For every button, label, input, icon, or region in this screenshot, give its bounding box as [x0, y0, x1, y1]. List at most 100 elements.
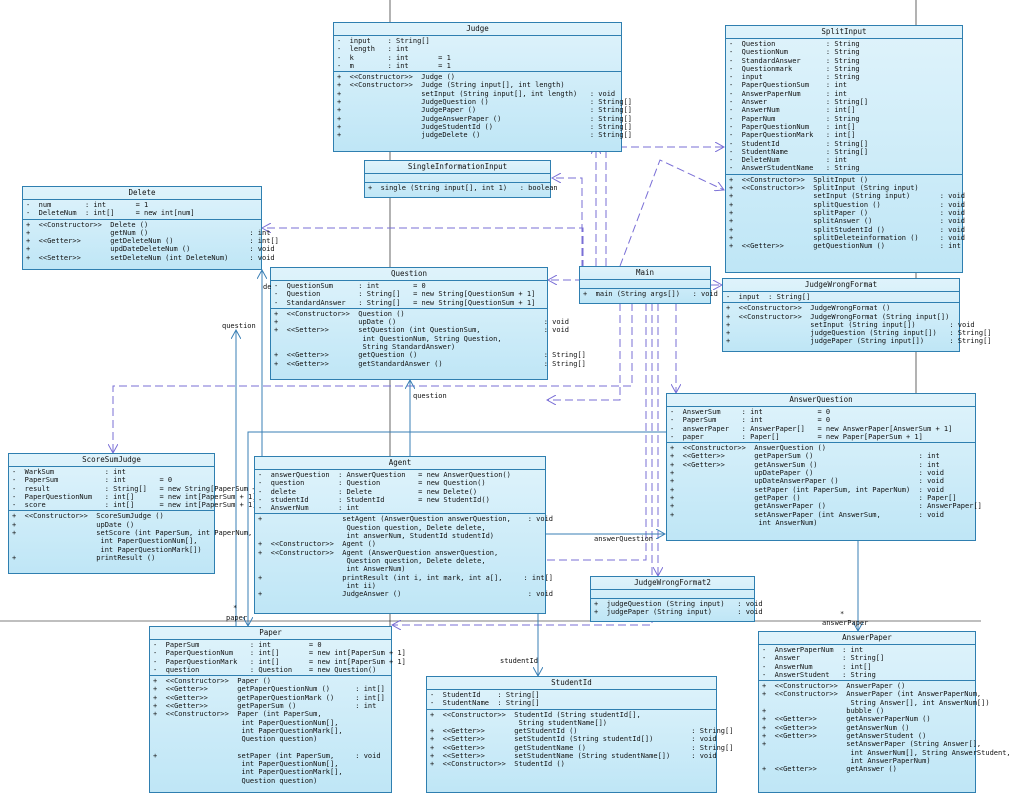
operation-row: + setAnswerPaper (int AnswerSum, : void: [670, 510, 944, 519]
operation-row: + <<Getter>> getAnswerPaperNum (): [762, 715, 931, 724]
attribute-row: - DeleteNum : int: [729, 156, 848, 165]
dep-main-split: [605, 147, 724, 266]
operation-row: + judgeQuestion (String input) : void: [594, 600, 763, 608]
attribute-row: - AnswerStudent : String: [762, 670, 876, 679]
attribute-row: - StudentId : String[]: [430, 691, 540, 699]
label-question-left: question: [222, 322, 256, 330]
attribute-row: - length : int: [337, 45, 409, 54]
class-judgewrongformat2[interactable]: JudgeWrongFormat2 + judgeQuestion (String…: [590, 576, 763, 622]
attributes: [580, 280, 710, 289]
operation-row: + <<Constructor>> Paper (int PaperSum,: [153, 710, 322, 719]
attribute-row: - AnswerNum : int[]: [762, 662, 872, 671]
attribute-row: - question : Question = new Question(): [258, 479, 486, 488]
label-delete: de: [263, 283, 272, 291]
operation-row: + <<Constructor>> JudgeWrongFormat (Stri…: [726, 312, 950, 321]
operation-row: + <<Constructor>> StudentId (): [430, 760, 565, 769]
attribute-row: - delete : Delete = new Delete(): [258, 487, 478, 496]
class-scoresumjudge[interactable]: ScoreSumJudge- WarkSum : int- PaperSum :…: [8, 453, 270, 574]
operation-row: + <<Getter>> getQuestionNum () : int: [729, 242, 961, 251]
class-name: Agent: [255, 457, 545, 470]
attribute-row: - AnswerNum : int[]: [729, 106, 856, 115]
operations: + judgeQuestion (String input) : void+ j…: [591, 599, 763, 618]
operation-row: + <<Getter>> getDeleteNum () : int[]: [26, 237, 279, 246]
operation-row: + <<Constructor>> JudgeWrongFormat (): [726, 304, 891, 313]
attribute-row: - AnswerSum : int = 0: [670, 408, 831, 416]
attributes: - input : String[]: [723, 292, 959, 304]
attribute-row: - AnswerPaperNum : int: [729, 89, 848, 98]
attribute-row: - DeleteNum : int[] = new int[num]: [26, 209, 195, 218]
class-name: JudgeWrongFormat2: [591, 577, 754, 590]
operation-row: + <<Constructor>> AnswerPaper (): [762, 682, 906, 691]
operations: + <<Constructor>> Paper ()+ <<Getter>> g…: [150, 676, 391, 786]
operation-row: + splitStudentId () : void: [729, 225, 966, 234]
operation-row: + setInput (String input[], int length) …: [337, 89, 616, 98]
operation-row: + judgeQuestion (String input[]) : Strin…: [726, 329, 992, 338]
operation-row: + <<Setter>> setDeleteNum (int DeleteNum…: [26, 253, 275, 262]
class-paper[interactable]: Paper- PaperSum : int = 0- PaperQuestion…: [149, 626, 406, 793]
attribute-row: - PaperQuestionNum : int[] = new int[Pap…: [153, 649, 406, 658]
attributes: - answerQuestion : AnswerQuestion = new …: [255, 470, 545, 515]
operation-row: + judgePaper (String input) : void: [594, 608, 763, 617]
operation-row: + <<Getter>> getAnswerSum () : int: [670, 460, 940, 469]
operation-row: + bubble (): [762, 707, 885, 716]
class-name: JudgeWrongFormat: [723, 279, 959, 292]
class-judge[interactable]: Judge- input : String[]- length : int- k…: [333, 22, 633, 152]
attributes: [365, 174, 550, 183]
attribute-row: - paper : Paper[] = new Paper[PaperSum +…: [670, 432, 923, 441]
class-name: Delete: [23, 187, 261, 200]
operation-row: + setInput (String input[]) : void: [726, 320, 975, 329]
attribute-row: - StudentId : String[]: [729, 139, 869, 148]
class-studentid[interactable]: StudentId- StudentId : String[]- Student…: [426, 676, 734, 793]
class-judgewrongformat[interactable]: JudgeWrongFormat- input : String[] + <<Co…: [722, 278, 992, 352]
operation-row: + <<Setter>> setStudentId (String studen…: [430, 735, 717, 744]
attributes: - QuestionSum : int = 0- Question : Stri…: [271, 281, 547, 309]
attribute-row: - input : String[]: [337, 37, 430, 45]
class-delete[interactable]: Delete- num : int = 1- DeleteNum : int[]…: [22, 186, 279, 270]
operations: + setAgent (AnswerQuestion answerQuestio…: [255, 514, 553, 599]
class-splitinput[interactable]: SplitInput- Question : String- QuestionN…: [725, 25, 966, 273]
operation-row: + setPaper (int PaperSum, int PaperNum) …: [670, 485, 944, 494]
attribute-row: - PaperQuestionMark : int[] = new int[Pa…: [153, 657, 406, 666]
operation-row: int ii): [258, 581, 377, 590]
relationship-lines: [0, 0, 981, 793]
operation-row: + <<Getter>> getPaperSum () : int: [153, 702, 377, 711]
operation-row: + JudgeStudentId () : String[]: [337, 122, 633, 131]
operations: + <<Constructor>> SplitInput ()+ <<Const…: [726, 175, 966, 252]
operations: + <<Constructor>> AnswerQuestion ()+ <<G…: [667, 443, 982, 528]
class-main[interactable]: Main+ main (String args[]) : void: [579, 266, 718, 304]
attribute-row: - PaperSum : int = 0: [153, 641, 322, 649]
attribute-row: - Answer : String[]: [762, 654, 885, 663]
operation-row: int answerNum, StudentId studentId): [258, 532, 495, 541]
attribute-row: - result : String[] = new String[PaperSu…: [12, 484, 270, 493]
class-answerquestion[interactable]: AnswerQuestion- AnswerSum : int = 0- Pap…: [666, 393, 982, 541]
class-answerpaper[interactable]: AnswerPaper- AnswerPaperNum : int- Answe…: [758, 631, 1011, 793]
operation-row: + <<Constructor>> AnswerPaper (int Answe…: [762, 690, 982, 699]
operations: + <<Constructor>> StudentId (String stud…: [427, 710, 734, 770]
attribute-row: - AnswerPaperNum : int: [762, 646, 864, 654]
attribute-row: - num : int = 1: [26, 201, 149, 209]
operation-row: + <<Getter>> getStudentId () : String[]: [430, 727, 734, 736]
class-singleinformationinput[interactable]: SingleInformationInput+ single (String i…: [364, 160, 558, 198]
attribute-row: - Answer : String[]: [729, 98, 869, 107]
attribute-row: - PaperQuestionNum : int[] = new int[Pap…: [12, 492, 257, 501]
attributes: - AnswerSum : int = 0- PaperSum : int = …: [667, 407, 975, 444]
operation-row: + splitAnswer () : void: [729, 217, 966, 226]
operation-row: + <<Getter>> getStandardAnswer () : Stri…: [274, 359, 586, 368]
attribute-row: - Question : String: [729, 40, 860, 48]
attributes: - Question : String- QuestionNum : Strin…: [726, 39, 962, 175]
attribute-row: - AnswerStudentName : String: [729, 164, 860, 173]
operation-row: + <<Getter>> getPaperQuestionMark () : i…: [153, 693, 385, 702]
attribute-row: - PaperQuestionSum : int: [729, 81, 848, 90]
attribute-row: - input : String[]: [726, 293, 811, 301]
attributes: - StudentId : String[]- StudentName : St…: [427, 690, 716, 710]
attributes: - num : int = 1- DeleteNum : int[] = new…: [23, 200, 261, 220]
attributes: - WarkSum : int- PaperSum : int = 0- res…: [9, 467, 270, 512]
class-question[interactable]: Question- QuestionSum : int = 0- Questio…: [270, 267, 586, 380]
class-name: AnswerQuestion: [667, 394, 975, 407]
attribute-row: - StudentName : String[]: [729, 147, 869, 156]
operations: + <<Constructor>> Delete ()+ getNum () :…: [23, 220, 279, 263]
operation-row: + <<Constructor>> Judge (String input[],…: [337, 81, 565, 90]
operation-row: + main (String args[]) : void: [583, 290, 718, 298]
class-agent[interactable]: Agent- answerQuestion : AnswerQuestion =…: [254, 456, 553, 614]
